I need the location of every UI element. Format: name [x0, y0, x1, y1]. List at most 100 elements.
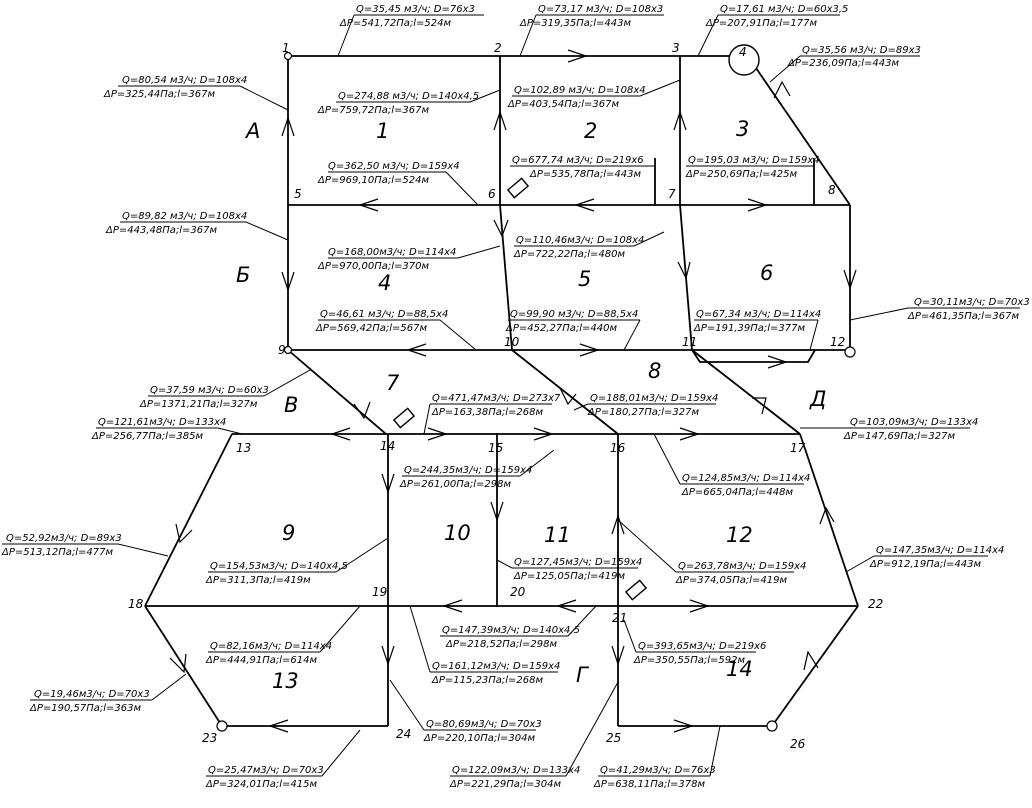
- zone-letters: А Б В Г Д: [236, 119, 826, 687]
- ring-label: 11: [544, 523, 571, 547]
- flow-label: Q=52,92м3/ч; D=89х3: [6, 533, 122, 544]
- arrow-down: [677, 261, 691, 280]
- flow-label: Q=362,50 м3/ч; D=159х4: [328, 161, 460, 172]
- flow-arrows: [169, 49, 857, 733]
- arrow-down-right: [559, 387, 577, 406]
- zone-label: А: [244, 119, 260, 143]
- flow-label: Q=677,74 м3/ч; D=219х6: [512, 155, 644, 166]
- arrow-right: [567, 49, 588, 63]
- pressure-label: ΔP=180,27Па;l=327м: [587, 407, 700, 418]
- arrow-up-left: [773, 80, 791, 99]
- flow-label: Q=168,00м3/ч; D=114х4: [328, 247, 456, 258]
- flow-label: Q=67,34 м3/ч; D=114х4: [696, 309, 821, 320]
- flow-label: Q=89,82 м3/ч; D=108х4: [122, 211, 247, 222]
- pressure-label: ΔP=569,42Па;l=567м: [315, 323, 428, 334]
- arrow-down: [493, 219, 509, 238]
- pipe-10-16: [511, 349, 619, 435]
- arrow-up: [493, 110, 507, 131]
- ring-label: 1: [376, 119, 389, 143]
- flow-label: Q=195,03 м3/ч; D=159х4: [688, 155, 820, 166]
- pipe-labels: Q=35,45 м3/ч; D=76х3 ΔP=541,72Па;l=524м …: [1, 4, 1030, 790]
- arrow-right: [747, 198, 768, 212]
- arrow-left: [556, 599, 577, 613]
- ring-numbers: 1 2 3 4 5 6 7 8 9 10 11 12 13 14: [272, 117, 773, 693]
- leaders: [2, 14, 1020, 777]
- pressure-label: ΔP=115,23Па;l=268м: [431, 675, 544, 686]
- flow-label: Q=471,47м3/ч; D=273х7: [432, 393, 561, 404]
- node-label: 3: [672, 41, 680, 55]
- flow-label: Q=274,88 м3/ч; D=140х4,5: [338, 91, 479, 102]
- flow-label: Q=121,61м3/ч; D=133х4: [98, 417, 226, 428]
- flow-label: Q=147,35м3/ч; D=114х4: [876, 545, 1004, 556]
- node-label: 18: [128, 597, 144, 611]
- flow-label: Q=35,56 м3/ч; D=89х3: [802, 45, 921, 56]
- zone-label: Г: [576, 663, 590, 687]
- node-label: 26: [790, 737, 806, 751]
- pressure-label: ΔP=452,27Па;l=440м: [505, 323, 618, 334]
- node-label: 6: [488, 187, 496, 201]
- node-label: 11: [682, 335, 697, 349]
- pipe-13-18: [144, 433, 233, 607]
- zone-label: Д: [809, 387, 826, 411]
- pressure-label: ΔP=461,35Па;l=367м: [907, 311, 1020, 322]
- node-marker: [283, 345, 293, 355]
- node-label: 7: [668, 187, 676, 201]
- flow-label: Q=73,17 м3/ч; D=108х3: [538, 4, 663, 15]
- pressure-label: ΔP=374,05Па;l=419м: [675, 575, 788, 586]
- node-label: 13: [236, 441, 251, 455]
- arrow-left: [268, 719, 289, 733]
- zone-label: В: [284, 393, 298, 417]
- pressure-label: ΔP=325,44Па;l=367м: [103, 89, 216, 100]
- arrow-left: [358, 198, 379, 212]
- flow-label: Q=102,89 м3/ч; D=108х4: [514, 85, 646, 96]
- pressure-label: ΔP=311,3Па;l=419м: [205, 575, 311, 586]
- pipe-6-10: [499, 204, 513, 351]
- pressure-label: ΔP=513,12Па;l=477м: [1, 547, 114, 558]
- flow-label: Q=154,53м3/ч; D=140х4,5: [210, 561, 348, 572]
- arrow-up: [819, 506, 835, 525]
- ring-label: 6: [760, 261, 773, 285]
- arrow-right: [673, 719, 694, 733]
- flow-label: Q=19,46м3/ч; D=70х3: [34, 689, 150, 700]
- flow-label: Q=393,65м3/ч; D=219х6: [638, 641, 766, 652]
- pressure-label: ΔP=1371,21Па;l=327м: [139, 399, 258, 410]
- ring-label: 12: [726, 523, 753, 547]
- pressure-label: ΔP=759,72Па;l=367м: [317, 105, 430, 116]
- pressure-label: ΔP=191,39Па;l=377м: [693, 323, 806, 334]
- pressure-label: ΔP=190,57Па;l=363м: [29, 703, 142, 714]
- arrow-right: [427, 427, 448, 441]
- flow-label: Q=46,61 м3/ч; D=88,5х4: [320, 309, 448, 320]
- pressure-label: ΔP=665,04Па;l=448м: [681, 487, 794, 498]
- arrow-up: [281, 116, 295, 137]
- flow-label: Q=110,46м3/ч; D=108х4: [516, 235, 644, 246]
- arrow-down: [611, 645, 625, 666]
- node-markers: [216, 44, 856, 732]
- pressure-label: ΔP=970,00Па;l=370м: [317, 261, 430, 272]
- node-label: 12: [830, 335, 845, 349]
- node-label: 2: [494, 41, 502, 55]
- flow-label: Q=147,39м3/ч; D=140х4,5: [442, 625, 580, 636]
- arrow-right: [679, 427, 700, 441]
- arrow-down-right: [353, 401, 371, 420]
- node-numbers: 1 2 3 4 5 6 7 8 9 10 11 12 13 14 15 16 1…: [128, 41, 883, 751]
- pressure-label: ΔP=324,01Па;l=415м: [205, 779, 318, 790]
- flow-label: Q=263,78м3/ч; D=159х4: [678, 561, 806, 572]
- arrow-right: [579, 343, 600, 357]
- node-label: 17: [790, 441, 806, 455]
- flow-label: Q=80,54 м3/ч; D=108х4: [122, 75, 247, 86]
- pressure-label: ΔP=236,09Па;l=443м: [787, 58, 900, 69]
- flow-label: Q=103,09м3/ч; D=133х4: [850, 417, 978, 428]
- node-marker: [766, 720, 778, 732]
- node-label: 1: [282, 41, 290, 55]
- pipe-17-22: [799, 433, 859, 607]
- valve-symbol: [392, 407, 416, 429]
- pressure-label: ΔP=147,69Па;l=327м: [843, 431, 956, 442]
- arrow-up: [673, 110, 687, 131]
- pressure-label: ΔP=207,91Па;l=177м: [705, 18, 818, 29]
- flow-label: Q=122,09м3/ч; D=133х4: [452, 765, 580, 776]
- ring-label: 14: [726, 657, 753, 681]
- arrow-left: [574, 198, 595, 212]
- arrow-down: [381, 473, 395, 494]
- flow-label: Q=30,11м3/ч; D=70х3: [914, 297, 1030, 308]
